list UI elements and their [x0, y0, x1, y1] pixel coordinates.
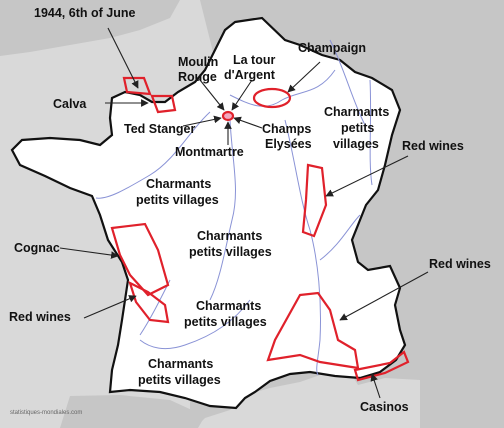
label-elysees: Elysées [265, 137, 312, 151]
source-credit: statistiques-mondiales.com [10, 410, 82, 416]
zone-champagne [252, 87, 292, 109]
label-charmants-c-1: Charmants [197, 229, 262, 243]
label-la-tour: La tour [233, 53, 275, 67]
highlight-zones [110, 76, 410, 382]
label-montmartre: Montmartre [175, 145, 244, 159]
zone-calva [150, 94, 177, 114]
neighbor-spain [60, 395, 205, 428]
zone-burgundy [301, 163, 328, 238]
label-argent: d'Argent [224, 68, 276, 82]
label-cognac: Cognac [14, 241, 60, 255]
zone-casinos [353, 350, 410, 382]
zone-rhone [266, 291, 360, 370]
label-charmants-s-2: petits villages [138, 373, 221, 387]
france-land [10, 16, 407, 410]
label-charmants-w-2: petits villages [136, 193, 219, 207]
label-charmants-w-1: Charmants [146, 177, 211, 191]
label-red-wines-se: Red wines [429, 257, 491, 271]
label-charmants-sw-1: Charmants [196, 299, 261, 313]
label-charmants-ne-1: Charmants [324, 105, 389, 119]
label-dday: 1944, 6th of June [34, 6, 135, 20]
neighbor-uk [0, 0, 180, 56]
zone-cognac [110, 222, 170, 297]
label-charmants-ne-2: petits [341, 121, 374, 135]
labels: 1944, 6th of June Calva Ted Stanger Moul… [9, 6, 491, 416]
label-moulin: Moulin [178, 55, 218, 69]
label-champaign: Champaign [298, 41, 366, 55]
label-calva: Calva [53, 97, 87, 111]
zone-paris [221, 110, 235, 122]
zone-dday [122, 76, 152, 96]
label-charmants-c-2: petits villages [189, 245, 272, 259]
label-red-wines-sw: Red wines [9, 310, 71, 324]
rivers [95, 39, 373, 376]
label-red-wines-east: Red wines [402, 139, 464, 153]
arrows [59, 27, 429, 399]
label-casinos: Casinos [360, 400, 409, 414]
label-rouge: Rouge [178, 70, 217, 84]
label-charmants-s-1: Charmants [148, 357, 213, 371]
label-charmants-ne-3: villages [333, 137, 379, 151]
label-champs: Champs [262, 122, 311, 136]
label-charmants-sw-2: petits villages [184, 315, 267, 329]
label-ted-stanger: Ted Stanger [124, 122, 195, 136]
